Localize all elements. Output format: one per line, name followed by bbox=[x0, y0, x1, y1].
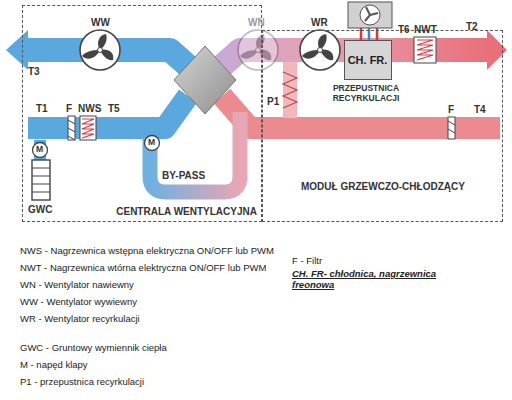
node-title: CH. FR. bbox=[348, 54, 388, 66]
bypass-label: BY-PASS bbox=[162, 170, 205, 182]
actuator-label: M bbox=[36, 145, 43, 155]
legend-text: WW - Wentylator wywiewny bbox=[20, 297, 137, 308]
exhaust-duct bbox=[6, 30, 188, 70]
supply-duct bbox=[487, 30, 507, 70]
component-label: F bbox=[66, 103, 72, 115]
legend-text: F - Filtr bbox=[292, 256, 322, 267]
secondary-heater-coil bbox=[414, 37, 436, 63]
fan-label: WN bbox=[248, 17, 265, 29]
gwc-ground-exchanger bbox=[32, 168, 50, 192]
sensor-label: T6 bbox=[398, 24, 410, 36]
legend-text: WN - Wentylator nawiewny bbox=[20, 280, 134, 291]
legend-text: GWC - Gruntowy wymiennik ciepła bbox=[20, 343, 167, 354]
unit-region: CENTRALA WENTYLACYJNA bbox=[22, 5, 262, 222]
legend-text: P1 - przepustnica recyrkulacji bbox=[20, 377, 144, 388]
recirculation-fan bbox=[300, 30, 340, 70]
filter-right bbox=[448, 117, 455, 139]
supply-fan bbox=[238, 30, 278, 70]
component-label: F bbox=[448, 104, 454, 116]
component-label: NWT bbox=[414, 24, 437, 36]
node-title: CENTRALA WENTYLACYJNA bbox=[116, 206, 257, 217]
intake-duct bbox=[28, 96, 188, 128]
recirculation-damper bbox=[283, 62, 297, 118]
legend-text: NWS - Nagrzewnica wstępna elektryczna ON… bbox=[20, 246, 274, 257]
outdoor-unit bbox=[360, 5, 380, 25]
preheater-coil bbox=[80, 116, 96, 140]
fan-label: WW bbox=[91, 17, 110, 29]
outdoor-unit bbox=[348, 2, 392, 40]
secondary-heater-coil bbox=[417, 40, 433, 60]
component-label: GWC bbox=[28, 204, 52, 216]
filter-right bbox=[448, 117, 455, 139]
node-title: MODUŁ GRZEWCZO-CHŁODZĄCY bbox=[301, 181, 465, 192]
bypass-duct bbox=[150, 112, 240, 192]
sensor-label: T5 bbox=[108, 103, 120, 115]
legend-text: M - napęd klapy bbox=[20, 360, 88, 371]
damper-actuator bbox=[33, 143, 48, 158]
sensor-label: T4 bbox=[474, 104, 486, 116]
filter-left bbox=[68, 120, 75, 140]
recirculation-damper bbox=[283, 62, 297, 118]
exhaust-fan bbox=[80, 30, 120, 70]
damper-label: P1 bbox=[267, 96, 279, 108]
filter-left bbox=[68, 116, 75, 140]
outdoor-unit bbox=[365, 7, 378, 21]
preheater-coil bbox=[80, 116, 96, 140]
gwc-ground-exchanger bbox=[32, 160, 50, 200]
bypass-duct bbox=[150, 112, 240, 192]
preheater-coil bbox=[82, 119, 94, 138]
gwc-ground-exchanger bbox=[32, 140, 50, 200]
damper-actuator bbox=[145, 136, 160, 151]
outdoor-unit bbox=[348, 2, 392, 28]
heat-exchanger bbox=[174, 46, 236, 114]
fan-label: WR bbox=[311, 17, 328, 29]
module-region: MODUŁ GRZEWCZO-CHŁODZĄCY CH. FR. bbox=[262, 30, 503, 222]
intake-duct bbox=[28, 96, 188, 128]
actuator-label: M bbox=[148, 138, 155, 148]
filter-left bbox=[68, 116, 75, 140]
legend-text: CH. FR- chłodnica, nagrzewnica freonowa bbox=[292, 269, 452, 291]
sensor-label: T1 bbox=[36, 103, 48, 115]
sensor-label: T3 bbox=[28, 66, 40, 78]
exhaust-duct bbox=[6, 30, 28, 70]
legend-text: WR - Wentylator recyrkulacji bbox=[20, 314, 140, 325]
secondary-heater-coil bbox=[414, 37, 436, 63]
damper-label: PRZEPUSTNICA RECYRKULACJI bbox=[318, 84, 414, 104]
component-label: NWS bbox=[78, 103, 101, 115]
legend-text: NWT - Nagrzewnica wtórna elektryczna ON/… bbox=[20, 263, 266, 274]
recirculation-damper bbox=[283, 72, 297, 108]
filter-right bbox=[448, 121, 455, 133]
chiller-box: CH. FR. bbox=[344, 40, 392, 80]
sensor-label: T2 bbox=[466, 21, 478, 33]
